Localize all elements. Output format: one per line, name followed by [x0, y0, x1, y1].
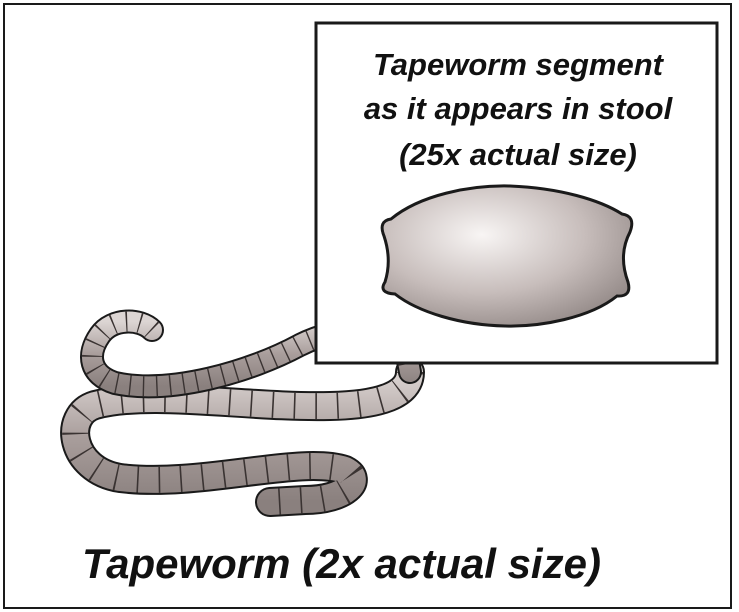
inset-caption-line-1: Tapeworm segment: [318, 46, 718, 83]
magnified-segment: [382, 186, 632, 326]
inset-caption-line-2: as it appears in stool: [318, 90, 718, 127]
main-caption: Tapeworm (2x actual size): [82, 540, 601, 588]
inset-caption-line-3: (25x actual size): [318, 136, 718, 173]
